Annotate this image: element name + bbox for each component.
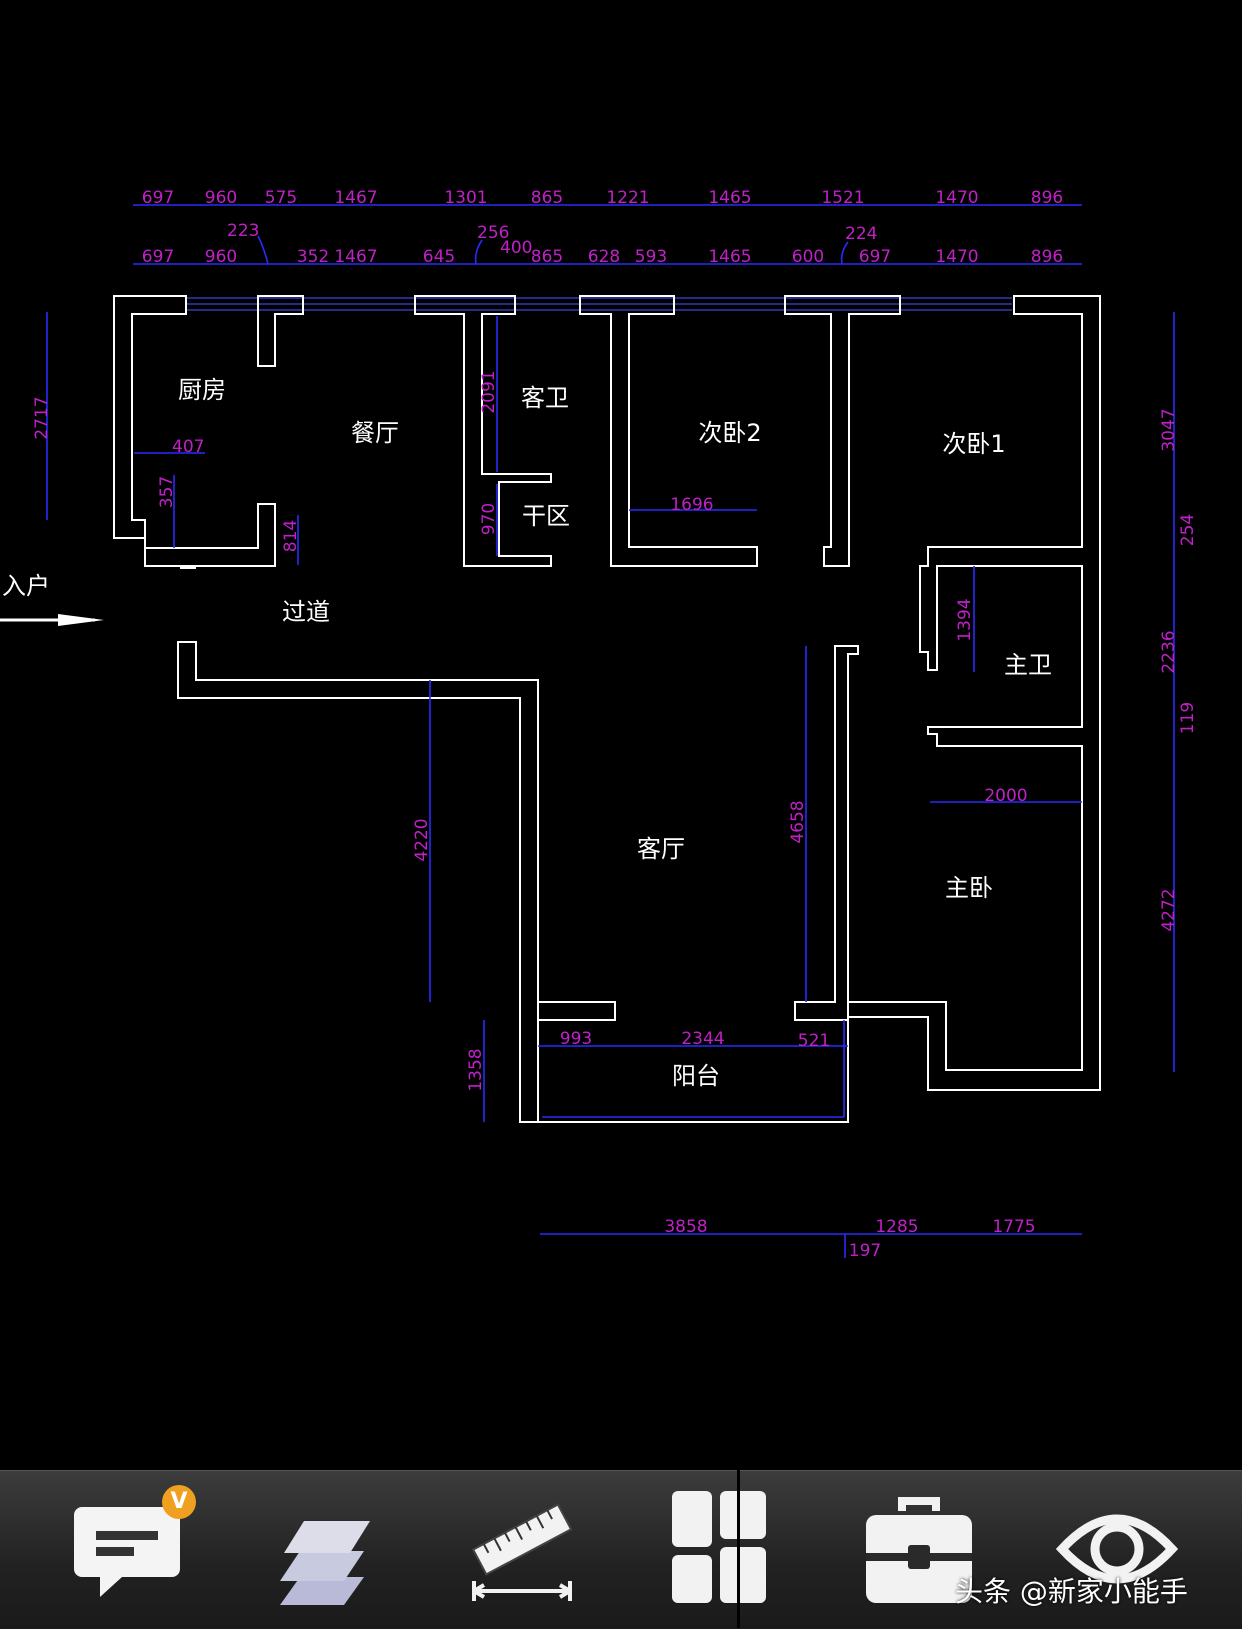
dim-top-row1-label: 697: [142, 188, 174, 208]
comment-icon: [74, 1507, 180, 1597]
room-bedroom2: 次卧2: [698, 419, 761, 447]
room-kitchen: 厨房: [178, 376, 226, 404]
watermark: 头条 @新家小能手: [955, 1575, 1188, 1608]
dim-kitchen-wall: 814: [281, 520, 301, 552]
dim-guest-bath: 2091: [479, 370, 499, 413]
dim-top-row1-label: 1467: [334, 188, 377, 208]
room-living: 客厅: [637, 835, 685, 863]
dim-right: 2236: [1159, 630, 1179, 673]
callout-leaders: [257, 235, 849, 265]
dim-top-row1-label: 896: [1031, 188, 1063, 208]
room-master-bedroom: 主卧: [945, 874, 993, 902]
dim-corridor: 4220: [412, 818, 432, 861]
toolbox-icon: [866, 1497, 972, 1603]
dim-balcony: 993: [560, 1029, 592, 1049]
layers-button[interactable]: [260, 1481, 390, 1611]
dim-right: 254: [1178, 514, 1198, 546]
dim-top-row1-label: 1521: [821, 188, 864, 208]
dim-top-row1-label: 1221: [606, 188, 649, 208]
dim-top-row1-label: 1301: [444, 188, 487, 208]
vip-badge: V: [162, 1485, 196, 1519]
dim-label: 400: [500, 238, 532, 258]
dim-top-row2-label: 865: [531, 247, 563, 267]
dim-top-row1-label: 1465: [708, 188, 751, 208]
dim-bottom-callout: 197: [849, 1241, 881, 1261]
layout-icon: [672, 1491, 766, 1603]
dim-bottom: 1775: [992, 1217, 1035, 1237]
room-master-bath: 主卫: [1004, 651, 1052, 679]
dim-living: 4658: [788, 800, 808, 843]
room-corridor: 过道: [282, 598, 330, 626]
toolbar-divider: [737, 1470, 740, 1628]
dim-left: 2717: [32, 396, 52, 439]
dim-right: 119: [1178, 702, 1198, 734]
top-dimension-row-1: 697 960 575 1467 1301 865 1221 1465 1521 1470 896: [142, 188, 1063, 208]
dim-callout: 223: [227, 221, 259, 241]
dim-top-row1-label: 865: [531, 188, 563, 208]
measure-icon: [471, 1503, 573, 1601]
floor-plan-walls: [113, 295, 1101, 1123]
dim-top-row2-label: 960: [205, 247, 237, 267]
dim-bedroom2-width: 1696: [670, 495, 713, 515]
dim-right: 4272: [1159, 888, 1179, 931]
dim-top-row2-label: 1470: [935, 247, 978, 267]
toolbox-button[interactable]: [854, 1481, 984, 1611]
entrance-label: 入户: [2, 572, 50, 600]
dim-top-row2-label: 645: [423, 247, 455, 267]
dim-top-row2-label: 352: [297, 247, 329, 267]
dim-top-row2-label: 593: [635, 247, 667, 267]
dim-top-row2-label: 896: [1031, 247, 1063, 267]
measure-button[interactable]: [458, 1481, 588, 1611]
bottom-toolbar: [0, 1470, 1242, 1629]
room-dry-area: 干区: [522, 502, 570, 530]
dim-top-row2-label: 697: [142, 247, 174, 267]
dim-master-bed-width: 2000: [984, 786, 1027, 806]
dim-top-row2-label: 697: [859, 247, 891, 267]
view-button[interactable]: [1052, 1481, 1182, 1611]
dim-top-row1-label: 1470: [935, 188, 978, 208]
dim-dry-area: 970: [479, 503, 499, 535]
top-windows: [186, 297, 1012, 311]
dim-top-row2-label: 1465: [708, 247, 751, 267]
dim-balcony: 521: [798, 1031, 830, 1051]
layers-icon: [280, 1521, 370, 1605]
dim-top-row2-label: 628: [588, 247, 620, 267]
dim-callout: 224: [845, 224, 877, 244]
dim-kitchen-door: 357: [157, 476, 177, 508]
room-bedroom1: 次卧1: [942, 430, 1005, 458]
top-dimension-lines: [133, 204, 1082, 265]
dim-top-row2-label: 600: [792, 247, 824, 267]
interior-dimension-lines: [0, 312, 1175, 1258]
dim-top-row1-label: 960: [205, 188, 237, 208]
dim-callout: 256: [477, 223, 509, 243]
room-dining: 餐厅: [351, 419, 399, 447]
view-icon: [1055, 1514, 1179, 1584]
dim-bottom: 1285: [875, 1217, 918, 1237]
dim-balcony: 2344: [681, 1029, 724, 1049]
dim-top-row2-label: 1467: [334, 247, 377, 267]
comment-button[interactable]: [62, 1481, 192, 1611]
dim-right: 3047: [1159, 408, 1179, 451]
dim-kitchen-width: 407: [172, 437, 204, 457]
room-guest-bath: 客卫: [521, 384, 569, 412]
dim-master-bath: 1394: [955, 598, 975, 641]
layout-button[interactable]: [656, 1481, 786, 1611]
room-balcony: 阳台: [672, 1062, 720, 1090]
dim-bottom: 3858: [664, 1217, 707, 1237]
dim-top-row1-label: 575: [265, 188, 297, 208]
dim-balcony-depth: 1358: [466, 1048, 486, 1091]
